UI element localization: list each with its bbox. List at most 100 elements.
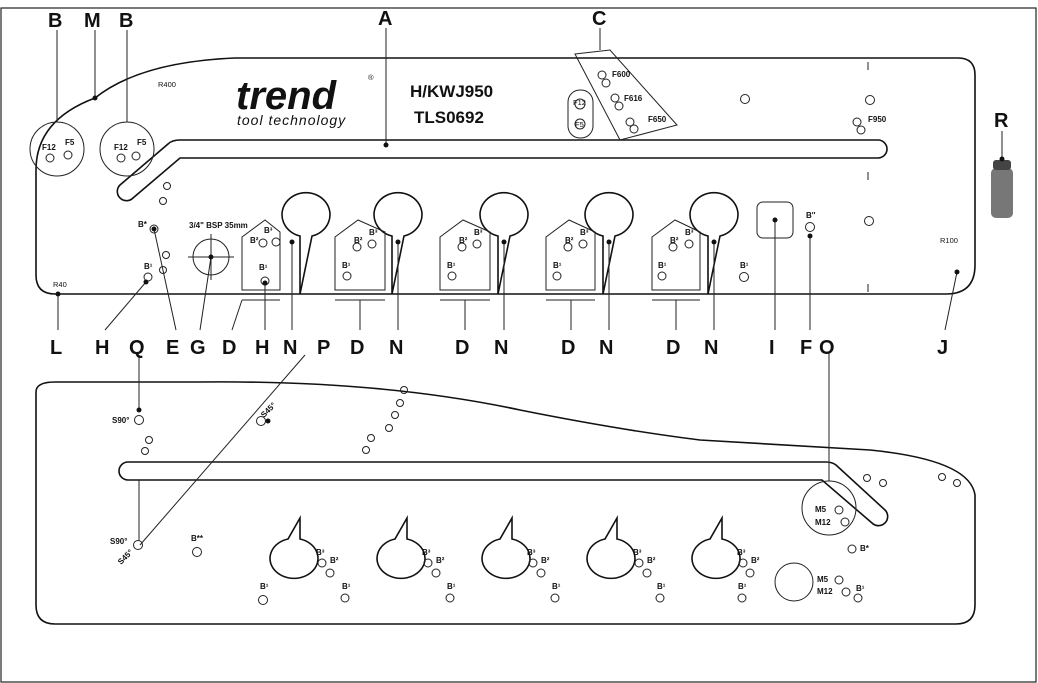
leader-dot	[711, 239, 717, 245]
jig-block-1	[241, 219, 281, 291]
callout-n5: N	[704, 337, 718, 359]
jig-block-5	[651, 219, 701, 291]
hole	[634, 558, 644, 568]
leader-dot	[954, 269, 960, 275]
jig-block-2	[334, 219, 386, 291]
label-m5-o: M5	[815, 505, 827, 514]
leader-dot	[265, 418, 271, 424]
label-b-star-bottom: B*	[860, 544, 870, 553]
keyhole-slot-b3	[481, 514, 531, 580]
leader-dot	[807, 233, 813, 239]
hole	[134, 415, 144, 425]
leader-e	[153, 228, 177, 331]
jig-block-4	[545, 219, 596, 291]
hole	[834, 505, 844, 515]
label-b-dstar: B**	[191, 534, 204, 543]
label-b1: B¹	[657, 582, 666, 591]
hole	[472, 239, 482, 249]
label-b3: B³	[633, 548, 642, 557]
hole	[953, 479, 961, 487]
callout-m: M	[84, 10, 101, 32]
hole	[63, 150, 73, 160]
label-b1: B¹	[447, 582, 456, 591]
hole	[447, 271, 457, 281]
label-m12-o: M12	[815, 518, 831, 527]
keyhole-slot-1	[281, 191, 331, 295]
label-b2: B²	[330, 556, 339, 565]
hole	[739, 272, 749, 282]
label-b1: B¹	[260, 582, 269, 591]
keyhole-slot-b1	[269, 514, 319, 580]
label-m12: M12	[817, 587, 833, 596]
leader-dot	[501, 239, 507, 245]
callout-l: L	[50, 337, 62, 359]
hole	[116, 153, 126, 163]
callout-d1: D	[222, 337, 236, 359]
label-b2: B²	[565, 236, 574, 245]
label-b-star-top: B*	[138, 220, 148, 229]
keyhole-slot-b5	[691, 514, 741, 580]
brand-tagline: tool technology	[237, 112, 346, 128]
keyhole-slot-5	[689, 191, 739, 295]
r-pin-body	[991, 168, 1013, 218]
hole	[192, 547, 202, 557]
leader-dot	[136, 407, 142, 413]
hole	[563, 242, 573, 252]
hole	[614, 101, 624, 111]
hole	[159, 197, 167, 205]
label-b1: B¹	[342, 582, 351, 591]
hole	[159, 266, 167, 274]
top-template-plate	[35, 57, 976, 295]
label-b3: B³	[580, 228, 589, 237]
label-f950: F950	[868, 115, 887, 124]
leader-dot	[606, 239, 612, 245]
hole	[423, 558, 433, 568]
keyhole-slot-4	[584, 191, 634, 295]
hole	[163, 182, 171, 190]
label-b2: B²	[354, 236, 363, 245]
keyhole-slot-2	[373, 191, 423, 295]
leader-h-left	[104, 281, 147, 331]
hole	[852, 117, 862, 127]
hole	[684, 239, 694, 249]
hole	[668, 242, 678, 252]
r-pin-dot	[999, 156, 1005, 162]
hole	[362, 446, 370, 454]
hole	[879, 479, 887, 487]
label-f616: F616	[624, 94, 643, 103]
block-labels-bottom: B¹ B³ B² B¹ B³ B² B¹ B³ B² B¹ B³ B² B¹ B…	[260, 548, 865, 593]
label-b2: B²	[436, 556, 445, 565]
leader-j	[944, 271, 958, 331]
leader-dot	[262, 280, 268, 286]
label-bsp: 3/4" BSP 35mm	[189, 221, 248, 230]
hole	[391, 411, 399, 419]
callout-b-left: B	[48, 10, 62, 32]
hole	[655, 593, 665, 603]
keyhole-slot-b4	[586, 514, 636, 580]
hole	[745, 568, 755, 578]
callout-n4: N	[599, 337, 613, 359]
label-b-dprime: B''	[806, 211, 816, 220]
label-f5-left: F5	[65, 138, 75, 147]
label-s45-top: S45°	[259, 401, 278, 420]
callout-n3: N	[494, 337, 508, 359]
label-b3: B³	[316, 548, 325, 557]
model-line1: H/KWJ950	[410, 82, 493, 101]
hole	[865, 95, 875, 105]
label-b1: B¹	[259, 263, 268, 272]
leader-p	[139, 354, 306, 546]
hole	[145, 436, 153, 444]
hole	[737, 593, 747, 603]
leader-dot	[383, 142, 389, 148]
callout-o: O	[819, 337, 835, 359]
callout-q: Q	[129, 337, 145, 359]
label-b1: B¹	[553, 261, 562, 270]
leader-dot	[143, 279, 149, 285]
leader-lines	[55, 28, 960, 546]
hole-group-bottom	[133, 386, 961, 605]
leader-d1	[231, 299, 243, 331]
callout-b-right: B	[119, 10, 133, 32]
hole	[149, 224, 159, 234]
label-b2: B²	[647, 556, 656, 565]
